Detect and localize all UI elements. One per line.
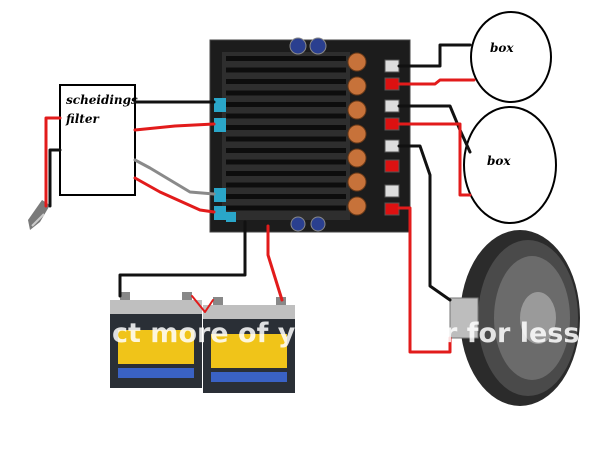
- terminal-out: [384, 77, 400, 91]
- box-outline: [463, 106, 557, 224]
- battery-left: [110, 292, 202, 388]
- terminal-out: [384, 184, 400, 198]
- heatsink: [222, 52, 350, 220]
- battery-top: [110, 300, 202, 314]
- terminal-in: [214, 188, 226, 202]
- wire-jack-positive: [44, 116, 62, 208]
- wire-box-top-positive: [397, 78, 476, 86]
- battery-label-band: [211, 334, 287, 368]
- capacitor: [310, 216, 326, 232]
- wire-jack-negative: [48, 148, 62, 208]
- woofer-magnet: [449, 297, 479, 339]
- output-coil: [347, 100, 367, 120]
- heatsink-fins: [226, 56, 346, 211]
- output-coil: [347, 76, 367, 96]
- box-top-label: box: [490, 41, 514, 55]
- wires: [44, 43, 476, 354]
- output-coil: [347, 148, 367, 168]
- capacitor: [290, 216, 306, 232]
- wire-filter-input-2: [133, 122, 216, 132]
- heatsink-fin: [226, 67, 346, 73]
- terminal-out: [384, 117, 400, 131]
- wire-filter-input-3: [133, 158, 216, 196]
- jack-tip: [31, 213, 45, 227]
- watermark-text-right: r for less!: [444, 318, 590, 349]
- terminal-out: [384, 99, 400, 113]
- output-coils: [347, 52, 367, 216]
- wire-box-bottom-positive: [397, 122, 472, 197]
- output-coil: [347, 196, 367, 216]
- output-coil: [347, 172, 367, 192]
- heatsink-fin: [226, 56, 346, 61]
- woofer-speaker: [449, 230, 580, 406]
- terminal-in: [214, 98, 226, 112]
- terminal-out: [384, 139, 400, 153]
- heatsink-fin: [226, 194, 346, 199]
- filter-label-line1: scheidings: [66, 93, 138, 107]
- wire-battery-bridge: [191, 295, 214, 313]
- heatsink-fin: [226, 171, 346, 176]
- wire-woofer-negative: [397, 144, 452, 302]
- input-terminals: [214, 98, 236, 222]
- heatsink-fin: [226, 90, 346, 96]
- terminal-out: [384, 159, 400, 173]
- terminal-in: [214, 118, 226, 132]
- heatsink-fin: [226, 136, 346, 142]
- wire-box-top-negative: [397, 43, 472, 68]
- capacitor: [309, 37, 327, 55]
- terminal-power: [226, 212, 236, 222]
- output-terminals: [384, 59, 400, 216]
- battery-post: [213, 297, 223, 305]
- output-coil: [347, 52, 367, 72]
- heatsink-fin: [226, 79, 346, 84]
- capacitor: [289, 37, 307, 55]
- terminal-out: [384, 59, 400, 73]
- output-coil: [347, 124, 367, 144]
- speaker-box-bottom: box: [463, 106, 557, 224]
- terminal-in: [214, 206, 226, 220]
- wire-woofer-positive: [397, 206, 452, 354]
- battery-stripe: [118, 368, 194, 378]
- wire-battery-positive: [266, 224, 284, 302]
- amplifier-board: [209, 37, 411, 233]
- wire-box-bottom-negative: [397, 104, 472, 154]
- wire-filter-input-4: [133, 176, 216, 214]
- heatsink-fin: [226, 182, 346, 188]
- box-outline: [470, 11, 552, 103]
- heatsink-fin: [226, 125, 346, 130]
- heatsink-fin: [226, 113, 346, 119]
- watermark-text: ct more of your: [112, 318, 347, 349]
- watermark: ct more of your r for less!: [112, 318, 590, 349]
- heatsink-fin: [226, 148, 346, 153]
- heatsink-fin: [226, 205, 346, 211]
- speaker-box-top: box: [470, 11, 552, 103]
- crossover-filter: scheidings filter: [59, 84, 138, 196]
- battery-label-band: [118, 330, 194, 364]
- battery-pair: [110, 292, 295, 393]
- heatsink-fin: [226, 102, 346, 107]
- audio-jack: [28, 200, 50, 230]
- box-bottom-label: box: [487, 154, 511, 168]
- filter-label-line2: filter: [65, 112, 100, 126]
- filter-box: [59, 84, 136, 196]
- battery-post: [120, 292, 130, 300]
- battery-post: [182, 292, 192, 300]
- battery-stripe: [211, 372, 287, 382]
- terminal-out: [384, 202, 400, 216]
- jack-plug: [28, 200, 50, 230]
- battery-right: [203, 297, 295, 393]
- heatsink-fin: [226, 159, 346, 165]
- woofer-dustcap: [520, 292, 556, 344]
- battery-top: [203, 305, 295, 319]
- wire-battery-negative: [118, 220, 247, 298]
